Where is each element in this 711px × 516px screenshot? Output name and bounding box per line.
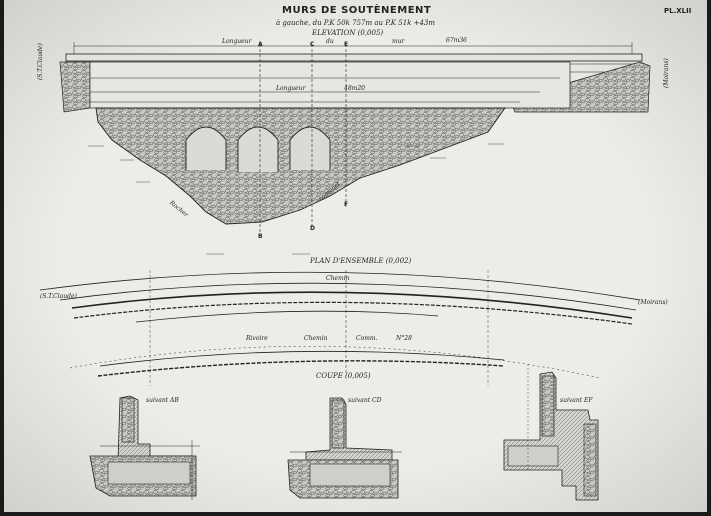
plan-heading: PLAN D'ENSEMBLE (0,002): [310, 257, 412, 265]
plan-right-side: (Moirans): [638, 299, 668, 306]
length-mur-label: mur: [392, 38, 405, 45]
sheet-subtitle: à gauche, du P.K 50k 757m au P.K 51k +43…: [276, 19, 436, 27]
coupe-heading: COUPE (0,005): [316, 372, 371, 380]
section-ab-drawing: [89, 395, 200, 500]
section-mark-a: A: [258, 41, 263, 48]
elevation-left-side: (S.T.Claude): [37, 43, 44, 80]
section-mark-e: E: [344, 41, 349, 48]
plan-number-label: N°28: [396, 335, 412, 342]
section-ab-label: suivant AB: [146, 397, 179, 404]
section-mark-c: C: [310, 41, 315, 48]
section-cd-label: suivant CD: [348, 397, 382, 404]
sheet-title: MURS DE SOUTÈNEMENT: [282, 5, 432, 16]
plan-drawing: [39, 270, 641, 386]
plate-number: PL.XLII: [664, 7, 692, 15]
plan-chemin-label-2: Chemin: [304, 335, 328, 342]
plan-left-side: (S.T.Claude): [40, 293, 77, 300]
section-ef-label: suivant EF: [560, 397, 593, 404]
plan-route-label: Rivoire: [246, 335, 268, 342]
inner-length-label: Longueur: [276, 85, 306, 92]
section-mark-b: B: [258, 233, 263, 240]
plan-chemin-label: Chemin: [326, 275, 350, 282]
section-mark-d: D: [310, 225, 315, 232]
length-label: Longueur: [222, 38, 252, 45]
elevation-heading: ELEVATION (0,005): [312, 29, 384, 37]
section-mark-f: F: [344, 201, 349, 208]
section-ef-drawing: [503, 364, 599, 501]
length-du-label: du: [326, 38, 334, 45]
inner-length-value: 48m20: [344, 85, 365, 92]
length-value: 67m36: [446, 37, 467, 44]
section-cd-drawing: [287, 397, 402, 499]
elevation-right-side: (Moirans): [663, 58, 670, 88]
elevation-drawing: [59, 42, 651, 255]
plan-commune-label: Comm.: [356, 335, 378, 342]
